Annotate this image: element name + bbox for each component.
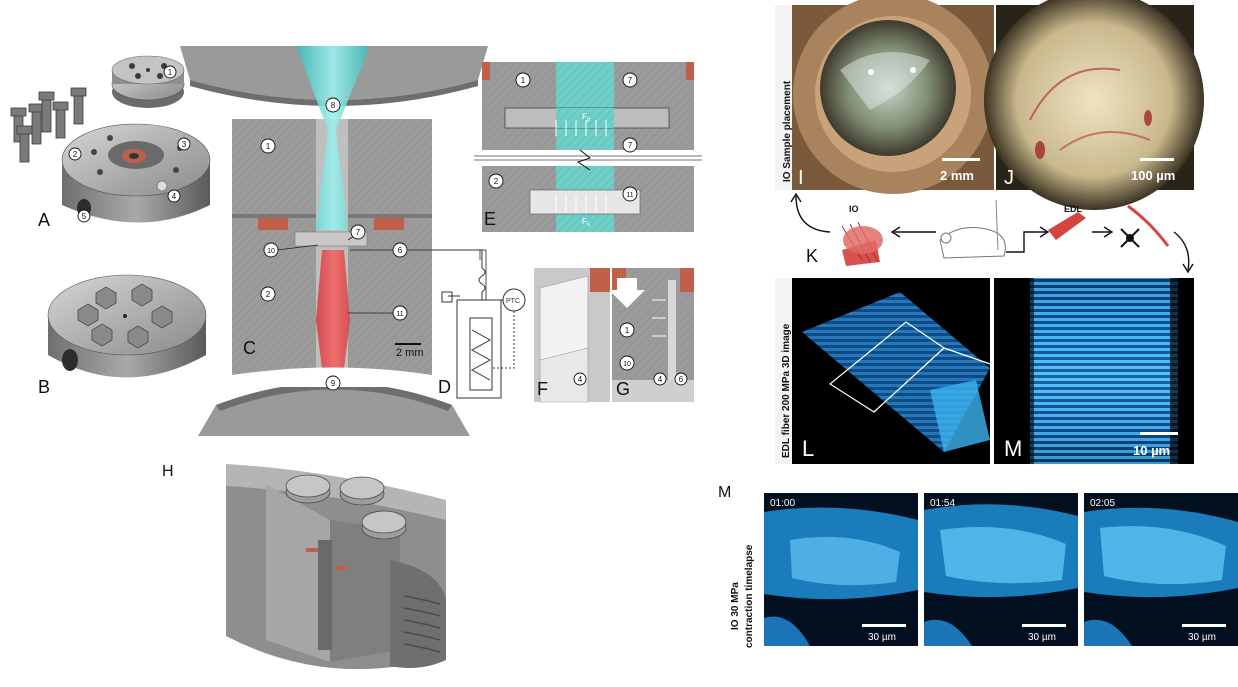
num-2-a: 2	[73, 150, 78, 159]
panel-l-3d-image	[775, 278, 998, 464]
panel-letter-b: B	[38, 377, 50, 397]
num-10-c: 10	[267, 248, 275, 255]
timelapse-label-line2: contraction timelapse	[744, 544, 755, 648]
panel-letter-a: A	[38, 210, 50, 230]
part-number-labels: 1 2 3 4 5 1 2 10 7 6 11 8 9 1 7 7 2 11 1…	[73, 68, 684, 388]
num-4-a: 4	[172, 192, 177, 201]
timestamp-1: 01:00	[770, 498, 795, 509]
panel-letter-d: D	[438, 377, 451, 397]
fs-label: F	[582, 217, 587, 226]
part-number-markers	[68, 65, 688, 391]
num-4-f: 4	[578, 375, 583, 384]
panel-j-photo	[984, 0, 1204, 210]
num-3-a: 3	[182, 140, 187, 149]
ptc-label: PTC	[506, 298, 520, 305]
num-6-g: 6	[679, 375, 684, 384]
timelapse-frame-1	[764, 493, 918, 646]
num-2-e: 2	[494, 177, 499, 186]
timelapse-scale-label-3: 30 µm	[1188, 632, 1216, 643]
timelapse-scale-label-2: 30 µm	[1028, 632, 1056, 643]
num-7-e-mid: 7	[628, 141, 633, 150]
panel-letter-i: I	[798, 167, 804, 189]
panel-letter-e: E	[484, 209, 496, 229]
num-9-c: 9	[331, 379, 336, 388]
num-5-a: 5	[82, 212, 87, 221]
svg-text:Fp: Fp	[582, 112, 591, 123]
num-6-c: 6	[398, 246, 403, 255]
panel-b-assembled-cell	[47, 274, 207, 378]
edl-3d-label: EDL fiber 200 MPa 3D image	[781, 323, 792, 458]
num-10-g: 10	[623, 361, 631, 368]
panel-letter-g: G	[616, 379, 630, 399]
timestamp-2: 01:54	[930, 498, 955, 509]
panel-k-workflow	[790, 192, 1194, 274]
num-4-g: 4	[658, 375, 663, 384]
fp-label: F	[582, 112, 587, 121]
num-8-c: 8	[331, 101, 336, 110]
timelapse-frames	[764, 493, 1238, 646]
timelapse-label-line1: IO 30 MPa	[730, 582, 741, 630]
num-1-g: 1	[625, 326, 630, 335]
num-1-c: 1	[266, 142, 271, 151]
panel-letter-k: K	[806, 246, 818, 266]
num-1-a: 1	[168, 68, 173, 77]
panel-h-cutaway	[226, 464, 446, 670]
panel-letter-l: L	[802, 436, 814, 461]
panel-letter-j: J	[1004, 167, 1014, 189]
edl-zoom-scale-label: 10 µm	[1133, 443, 1170, 458]
panel-a-exploded-cell	[10, 55, 211, 223]
sample-placement-band	[775, 5, 792, 190]
cell-scale-bar-label: 2 mm	[396, 347, 424, 359]
timelapse-frame-3	[1084, 493, 1238, 646]
panel-letters: A B C D E F G H I J K L M M	[38, 167, 1022, 501]
svg-text:Fs: Fs	[582, 217, 590, 228]
timelapse-frame-2	[924, 493, 1078, 646]
timestamp-3: 02:05	[1090, 498, 1115, 509]
io-placement-scale-label: 2 mm	[940, 168, 974, 183]
num-11-c: 11	[396, 311, 403, 318]
edl-label: EDL	[1064, 204, 1083, 214]
timelapse-scale-label-1: 30 µm	[868, 632, 896, 643]
panel-d-pressure-generator	[432, 249, 526, 399]
fs-subscript: s	[587, 222, 590, 228]
panel-letter-m-bottom: M	[718, 484, 731, 501]
panel-letter-f: F	[537, 379, 548, 399]
fp-subscript: p	[587, 117, 591, 123]
num-2-c: 2	[266, 290, 271, 299]
num-7-e-top: 7	[628, 76, 633, 85]
panel-m-zoom	[994, 278, 1194, 464]
io-zoom-scale-label: 100 µm	[1131, 168, 1175, 183]
sample-placement-label: IO Sample placement	[782, 80, 793, 182]
panel-f-detail	[534, 268, 610, 403]
panel-i-photo	[792, 0, 994, 194]
num-7-c: 7	[356, 228, 361, 237]
num-1-e: 1	[521, 76, 526, 85]
io-label: IO	[849, 204, 859, 214]
panel-e-force-section	[474, 62, 702, 232]
panel-letter-h: H	[162, 463, 174, 480]
num-11-e: 11	[626, 192, 633, 199]
panel-letter-c: C	[243, 338, 256, 358]
panel-letter-m-top: M	[1004, 436, 1022, 461]
